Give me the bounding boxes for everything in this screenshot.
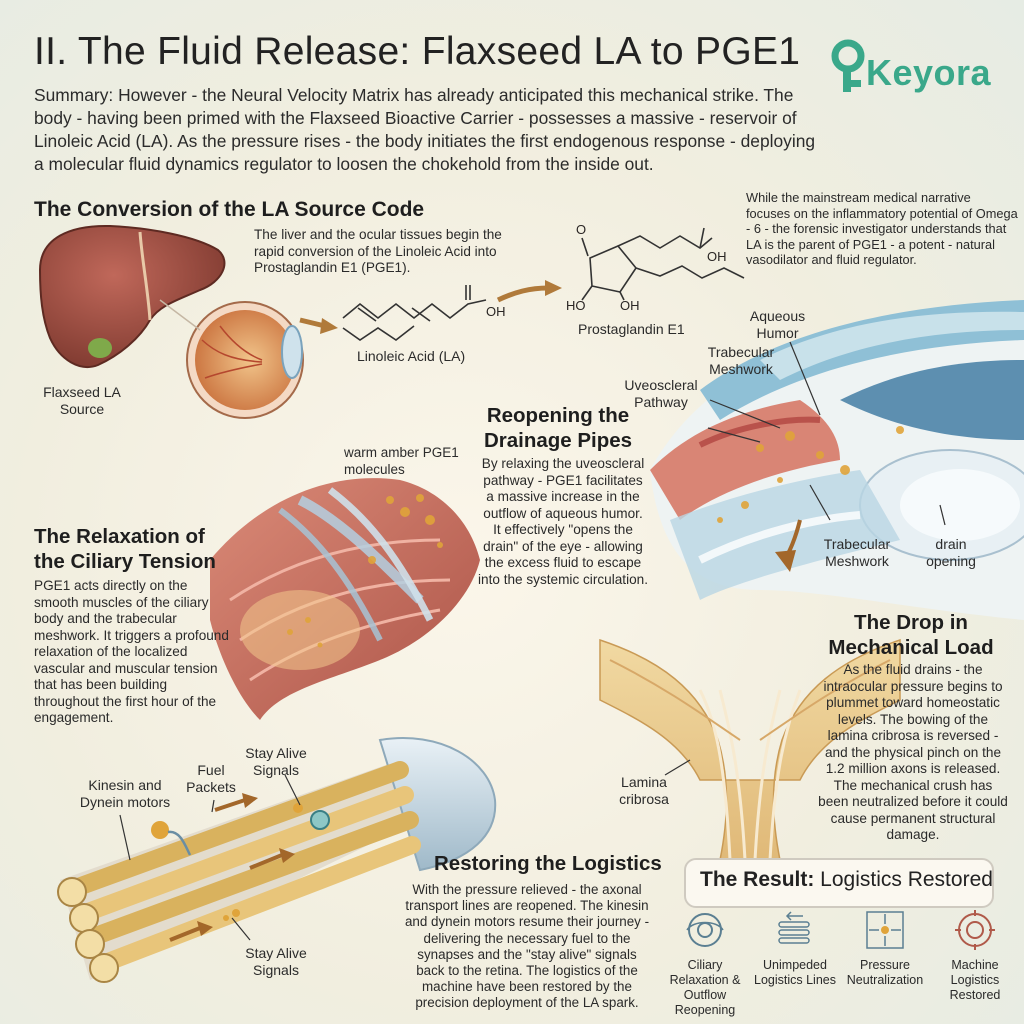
stay-alive-bottom-label: Stay Alive Signals <box>245 945 307 978</box>
result-item-label: Machine Logistics Restored <box>949 958 1001 1002</box>
result-items: Ciliary Relaxation & Outflow Reopening U… <box>660 908 1020 1018</box>
page-title: II. The Fluid Release: Flaxseed LA to PG… <box>34 30 801 73</box>
pge1-o-label: O <box>576 222 587 237</box>
load-heading: The Drop in Mechanical Load <box>828 611 994 659</box>
la-oh-label: OH <box>486 304 506 319</box>
ciliary-text: PGE1 acts directly on the smooth muscles… <box>34 578 229 725</box>
lamina-cribrosa-illustration <box>599 638 901 861</box>
drainage-text: By relaxing the uveoscleral pathway - PG… <box>478 456 648 587</box>
gear-restored-icon <box>955 910 995 950</box>
pge1-ho-label: HO <box>566 298 586 313</box>
lamina-label: Lamina cribrosa <box>619 774 669 807</box>
logistics-heading: Restoring the Logistics <box>434 852 662 875</box>
load-text: As the fluid drains - the intraocular pr… <box>818 662 1008 842</box>
conversion-heading: The Conversion of the LA Source Code <box>34 198 425 221</box>
axon-bundle-illustration <box>57 737 497 983</box>
liver-illustration <box>38 224 226 368</box>
ciliary-heading: The Relaxation of the Ciliary Tension <box>34 525 216 573</box>
eye-drainage-illustration <box>650 300 1024 620</box>
uveoscleral-label: Uveoscleral Pathway <box>624 377 698 410</box>
fuel-packets-label: Fuel Packets <box>186 762 236 795</box>
result-box <box>684 858 994 908</box>
conversion-text: The liver and the ocular tissues begin t… <box>254 227 502 275</box>
pressure-arrows-icon <box>866 911 904 949</box>
drain-opening-label: drain opening <box>926 536 976 569</box>
summary-text: Summary: However - the Neural Velocity M… <box>34 85 816 174</box>
pge1-oh-label: OH <box>707 249 727 264</box>
trabecular-top-label: Trabecular Meshwork <box>707 344 775 377</box>
brand-name: Keyora <box>866 52 992 93</box>
stay-alive-top-label: Stay Alive Signals <box>245 745 307 778</box>
brand-logo-icon <box>831 39 865 92</box>
liver-label: Flaxseed LA Source <box>43 384 121 417</box>
la-label: Linoleic Acid (LA) <box>357 348 466 364</box>
pge1-label: Prostaglandin E1 <box>578 321 685 337</box>
side-note: While the mainstream medical narrative f… <box>746 190 1018 267</box>
result-item-label: Unimpeded Logistics Lines <box>754 958 836 987</box>
result-title: The Result: Logistics Restored <box>700 868 993 892</box>
pge1-molecules-label: warm amber PGE1 molecules <box>344 445 459 477</box>
pge1-structure <box>581 227 745 301</box>
motors-label: Kinesin and Dynein motors <box>79 777 171 810</box>
result-item-label: Pressure Neutralization <box>846 958 924 987</box>
aqueous-humor-label: Aqueous Humor <box>749 308 806 341</box>
pge1-molecules <box>287 426 904 648</box>
linoleic-acid-structure <box>342 285 487 341</box>
result-item-label: Ciliary Relaxation & Outflow Reopening <box>669 958 741 1017</box>
ciliary-muscle-illustration <box>210 478 480 720</box>
drainage-heading: Reopening the Drainage Pipes <box>483 404 633 452</box>
eye-illustration <box>159 299 304 419</box>
pge1-oh2-label: OH <box>620 298 640 313</box>
eye-outflow-icon <box>686 913 724 947</box>
result-title-bold: The Result: <box>700 868 815 891</box>
trabecular-bottom-label: Trabecular Meshwork <box>823 536 891 569</box>
axon-lines-icon <box>778 911 810 944</box>
result-title-rest: Logistics Restored <box>814 868 993 891</box>
logistics-text: With the pressure relieved - the axonal … <box>404 882 650 1011</box>
